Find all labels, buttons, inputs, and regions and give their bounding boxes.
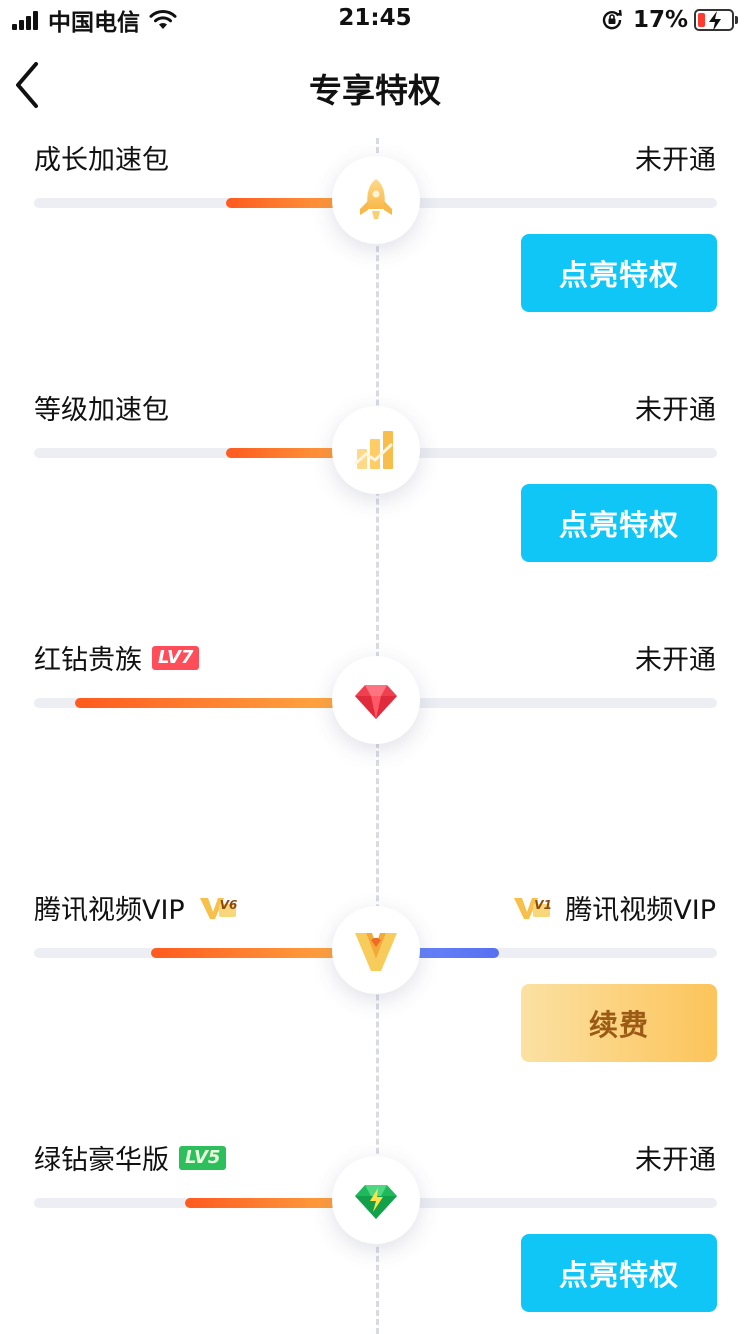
progress-fill	[185, 1198, 376, 1208]
vip-level-badge: V6	[199, 895, 237, 921]
progress-fill-right	[376, 948, 499, 958]
privilege-item-red-diamond: 红钻贵族 LV7 未开通	[0, 638, 750, 888]
privilege-item-level: 等级加速包 未开通 点亮特权	[0, 388, 750, 638]
progress-fill	[226, 448, 376, 458]
privilege-item-tencent-video: 腾讯视频VIP V6 V1 腾讯视频VIP 续费	[0, 888, 750, 1138]
privilege-item-growth: 成长加速包 未开通 点亮特权	[0, 138, 750, 388]
rocket-icon	[332, 156, 420, 244]
battery-percent: 17%	[632, 7, 688, 33]
green-diamond-icon	[332, 1156, 420, 1244]
status-left: 中国电信	[12, 6, 178, 36]
red-diamond-icon	[332, 656, 420, 744]
privilege-item-green-diamond: 绿钻豪华版 LV5 未开通 点亮特权	[0, 1138, 750, 1334]
tencent-video-icon	[332, 906, 420, 994]
light-up-button[interactable]: 点亮特权	[521, 1234, 717, 1312]
wifi-icon	[149, 10, 177, 29]
status-right: 17%	[601, 6, 738, 34]
renew-button[interactable]: 续费	[521, 984, 717, 1062]
page-title: 专享特权	[309, 71, 441, 110]
back-arrow-icon[interactable]	[10, 58, 50, 112]
item-status: 未开通	[635, 145, 716, 176]
item-status: 未开通	[635, 645, 716, 676]
battery-icon	[694, 9, 734, 31]
progress-fill	[226, 198, 376, 208]
status-time: 21:45	[338, 5, 412, 31]
bar-chart-icon	[332, 406, 420, 494]
light-up-button[interactable]: 点亮特权	[521, 234, 717, 312]
item-name: 红钻贵族 LV7	[34, 638, 200, 677]
item-name: 等级加速包	[34, 395, 169, 426]
level-badge: LV7	[152, 645, 200, 670]
vip-level-text: V6	[219, 897, 238, 912]
nav-bar: 专享特权	[0, 44, 750, 124]
vip-level-badge: V1	[513, 895, 552, 921]
rotation-lock-icon	[602, 9, 622, 30]
item-name: 腾讯视频VIP V6	[34, 895, 238, 926]
status-bar: 中国电信 21:45 17%	[0, 0, 750, 40]
progress-fill	[75, 698, 376, 708]
progress-fill	[151, 948, 376, 958]
level-badge: LV5	[179, 1145, 227, 1170]
vip-level-text: V1	[534, 897, 552, 912]
item-status: V1 腾讯视频VIP	[513, 888, 716, 927]
signal-icon	[12, 10, 40, 30]
item-name: 成长加速包	[34, 145, 169, 176]
item-status: 未开通	[635, 1145, 716, 1176]
light-up-button[interactable]: 点亮特权	[521, 484, 717, 562]
carrier-label: 中国电信	[48, 10, 140, 36]
item-name: 绿钻豪华版 LV5	[34, 1138, 227, 1177]
item-status: 未开通	[635, 395, 716, 426]
